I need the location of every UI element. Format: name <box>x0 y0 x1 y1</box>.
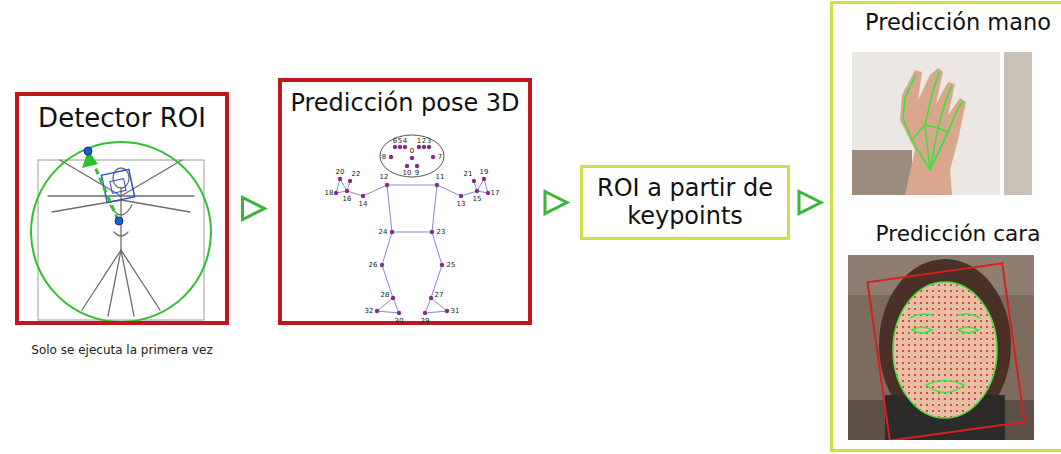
callout-number: 11 <box>436 174 445 181</box>
callout-number: 19 <box>480 169 489 176</box>
keypoint-dot <box>482 177 486 181</box>
keypoint-dot <box>486 191 490 195</box>
callout-number: 13 <box>457 201 466 208</box>
callout-number: 4 <box>403 138 407 145</box>
keypoint-dot <box>390 230 394 234</box>
callout-number: 3 <box>427 138 431 145</box>
callout-number: 7 <box>438 154 442 161</box>
stage-box: Detector ROI <box>15 92 229 325</box>
callout-number: 22 <box>352 171 361 178</box>
callout-number: 29 <box>421 318 430 325</box>
keypoint-dot <box>375 309 379 313</box>
keypoint-dot <box>422 145 426 149</box>
stage-subtitle: Predicción cara <box>833 222 1061 247</box>
keypoint-dot <box>361 194 365 198</box>
flow-arrow <box>229 198 278 220</box>
keypoint-dot <box>338 177 342 181</box>
callout-number: 23 <box>437 229 446 236</box>
callout-number: 8 <box>382 154 386 161</box>
stage-box: Predicción manoPredicción cara <box>830 1 1061 452</box>
callout-number: 18 <box>325 190 334 197</box>
note-caption: Solo se ejecuta la primera vez <box>31 343 212 357</box>
callout-number: 15 <box>473 196 482 203</box>
keypoint-dot <box>391 296 395 300</box>
keypoint-dot <box>423 311 427 315</box>
callout-number: 5 <box>398 138 402 145</box>
callout-number: 10 <box>403 170 412 177</box>
stage-title: ROI a partir de keypoints <box>591 175 779 230</box>
callout-number: 12 <box>380 174 389 181</box>
callout-number: 6 <box>393 138 397 145</box>
pose-skeleton <box>336 135 488 313</box>
callout-number: 31 <box>451 308 460 315</box>
keypoint-dot <box>415 164 419 168</box>
keypoint-dot <box>459 194 463 198</box>
stage-title: Detector ROI <box>19 104 225 134</box>
keypoint-dot <box>472 179 476 183</box>
callout-number: 20 <box>336 169 345 176</box>
keypoint-dot <box>430 230 434 234</box>
callout-number: 28 <box>381 292 390 299</box>
callout-number: 32 <box>365 308 374 315</box>
keypoint-dot <box>397 311 401 315</box>
keypoint-dot <box>410 156 414 160</box>
callout-number: 14 <box>359 201 368 208</box>
keypoint-dot <box>431 155 435 159</box>
callout-number: 24 <box>379 229 388 236</box>
stage-box: Predicción pose 3D <box>278 78 532 325</box>
keypoint-dot <box>348 179 352 183</box>
keypoint-dot <box>380 263 384 267</box>
stage-title: Predicción mano <box>833 10 1061 36</box>
callout-number: 27 <box>435 292 444 299</box>
callout-number: 26 <box>369 262 378 269</box>
callout-number: 1 <box>417 138 421 145</box>
keypoint-dot <box>445 309 449 313</box>
callout-number: 25 <box>447 262 456 269</box>
stage-title: Predicción pose 3D <box>282 90 528 118</box>
keypoint-dot <box>429 296 433 300</box>
keypoint-dot <box>385 183 389 187</box>
face-photo <box>848 255 1034 440</box>
keypoint-dot <box>345 189 349 193</box>
callout-number: 21 <box>464 171 473 178</box>
keypoint-dot <box>393 145 397 149</box>
callout-number: 16 <box>343 196 352 203</box>
keypoint-dot <box>334 191 338 195</box>
flow-arrow <box>532 192 580 214</box>
callout-number: 30 <box>395 318 404 325</box>
keypoint-dot <box>417 145 421 149</box>
keypoint-dot <box>398 145 402 149</box>
callout-number: 17 <box>491 190 500 197</box>
keypoint-dot <box>427 145 431 149</box>
callout-number: 9 <box>415 170 419 177</box>
keypoint-dot <box>440 263 444 267</box>
pose-keypoints <box>334 145 490 315</box>
keypoint-dot <box>389 155 393 159</box>
vitruvian-illustration <box>31 142 211 322</box>
callout-number: 0 <box>410 148 414 155</box>
hand-photo <box>852 52 1032 195</box>
keypoint-dot <box>403 145 407 149</box>
keypoint-dot <box>405 164 409 168</box>
flow-arrow <box>790 192 830 214</box>
process-box: ROI a partir de keypoints <box>580 165 790 240</box>
keypoint-dot <box>435 183 439 187</box>
keypoint-dot <box>475 189 479 193</box>
callout-number: 2 <box>422 138 426 145</box>
